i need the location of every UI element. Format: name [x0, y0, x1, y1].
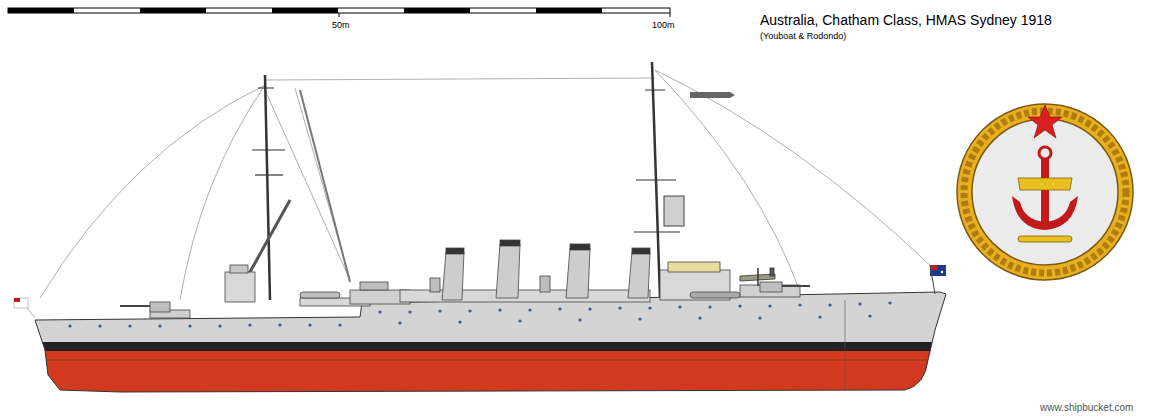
- masts: [240, 62, 680, 300]
- watermark: www.shipbucket.com: [1040, 402, 1133, 414]
- drawing-title: Australia, Chatham Class, HMAS Sydney 19…: [760, 12, 1052, 28]
- foretop: [664, 196, 684, 226]
- scale-label: 50m: [332, 20, 350, 30]
- funnels: [430, 240, 650, 300]
- credit-note: (Youboat & Rodondo): [760, 31, 846, 41]
- hull-outline: [35, 292, 946, 392]
- pennant: [690, 92, 735, 98]
- flags: [14, 265, 946, 308]
- armament: [120, 282, 810, 312]
- aircraft: [740, 268, 775, 286]
- superstructure: [150, 262, 800, 318]
- scale-bar: [8, 8, 670, 17]
- ship-badge: [957, 104, 1133, 280]
- scale-label: 100m: [652, 20, 675, 30]
- rigging: [23, 70, 935, 318]
- frame-mark: [845, 300, 846, 390]
- portholes: [68, 301, 891, 327]
